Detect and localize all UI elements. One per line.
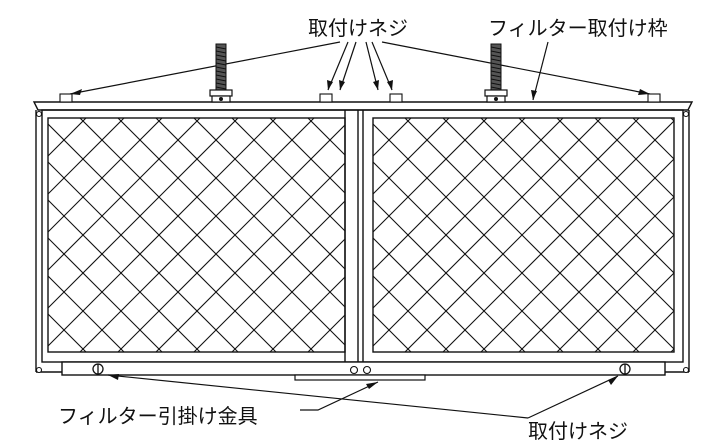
mesh-line [670,348,674,352]
mesh-line [373,118,526,271]
mesh-line [556,118,674,236]
thread-mark [490,62,502,66]
mesh-line [460,118,694,352]
thread-mark [215,70,227,74]
mesh-line [48,118,49,119]
mesh-line [498,118,713,352]
thread-mark [490,58,502,62]
mesh-line [373,118,374,119]
mesh-line [48,118,87,157]
mesh-line [373,351,374,352]
thread-mark [215,50,227,54]
mesh-line [373,118,450,195]
mesh-line [632,310,674,352]
thread-mark [490,78,502,82]
mesh-line [442,120,674,352]
mesh-line [48,275,125,352]
mesh-line [670,118,674,122]
bolt-icon [209,43,508,103]
leader-arrowheads-top [70,80,650,100]
thread-mark [490,54,502,58]
mesh-line [498,118,713,352]
mesh-line [346,118,580,352]
mesh-line [269,118,345,194]
mesh-line [480,158,674,352]
mesh-line [155,162,345,352]
mesh-line [422,118,656,352]
filter-frame-top-rail [32,101,694,111]
thread-mark [215,78,227,82]
thread-mark [490,66,502,70]
mesh-line [574,118,713,352]
mesh-line [632,118,674,160]
mesh-line [404,118,640,352]
thread-mark [490,46,502,50]
thread-mark [490,50,502,54]
thread-mark [490,74,502,78]
thread-mark [490,70,502,74]
mesh-line [373,275,450,352]
mesh-line [269,276,345,352]
thread-mark [215,66,227,70]
mesh-line [48,118,201,271]
mesh-line [48,118,125,195]
mesh-line [48,237,163,352]
mesh-line [709,118,713,352]
outer-frame [35,109,690,373]
mesh-line [117,124,345,352]
mesh-line [518,196,674,352]
label-filter-frame: フィルター取付け枠 [488,16,668,40]
mesh-line [48,199,201,352]
mesh-line [48,118,239,309]
hook-bracket [294,374,426,381]
mesh-line [556,234,674,352]
mesh-line [384,118,618,352]
mesh-line [373,118,602,347]
mesh-line [594,272,674,352]
thread-mark [215,74,227,78]
mesh-line [574,118,713,352]
screw-icon [59,93,661,103]
leader-lines-top [69,41,651,101]
mesh-line [518,118,674,274]
mesh-line [48,313,87,352]
mesh-panel-left [48,118,713,352]
mesh-line [422,118,656,352]
thread-mark [490,82,502,86]
thread-mark [490,86,502,90]
mesh-line [373,118,564,309]
label-hook-bracket: フィルター引掛け金具 [58,404,258,428]
thread-mark [215,82,227,86]
mesh-line [48,118,277,347]
mesh-line [346,118,580,352]
label-screws-bottom: 取付けネジ [528,419,628,441]
mesh-line [536,118,713,352]
bottom-screw-icon [92,363,631,375]
leader-arrowheads-bottom [108,374,618,389]
mesh-line [373,237,488,352]
mesh-panel-right [373,118,713,352]
mesh-line [460,118,694,352]
mesh-line [536,118,713,352]
mesh-line [709,118,713,352]
mesh-line [193,200,345,352]
rivet-icon [35,110,690,375]
mesh-line [373,118,488,233]
mesh-line [79,118,315,352]
mesh-line [231,118,345,232]
mesh-line [48,118,163,233]
thread-mark [215,86,227,90]
thread-mark [215,46,227,50]
label-screws-top: 取付けネジ [308,16,408,40]
thread-mark [215,62,227,66]
leader-lines-bottom [107,374,619,419]
thread-mark [215,58,227,62]
mesh-line [594,118,674,198]
mesh-line [384,118,618,352]
thread-mark [215,54,227,58]
mesh-line [231,238,345,352]
mesh-line [48,351,49,352]
